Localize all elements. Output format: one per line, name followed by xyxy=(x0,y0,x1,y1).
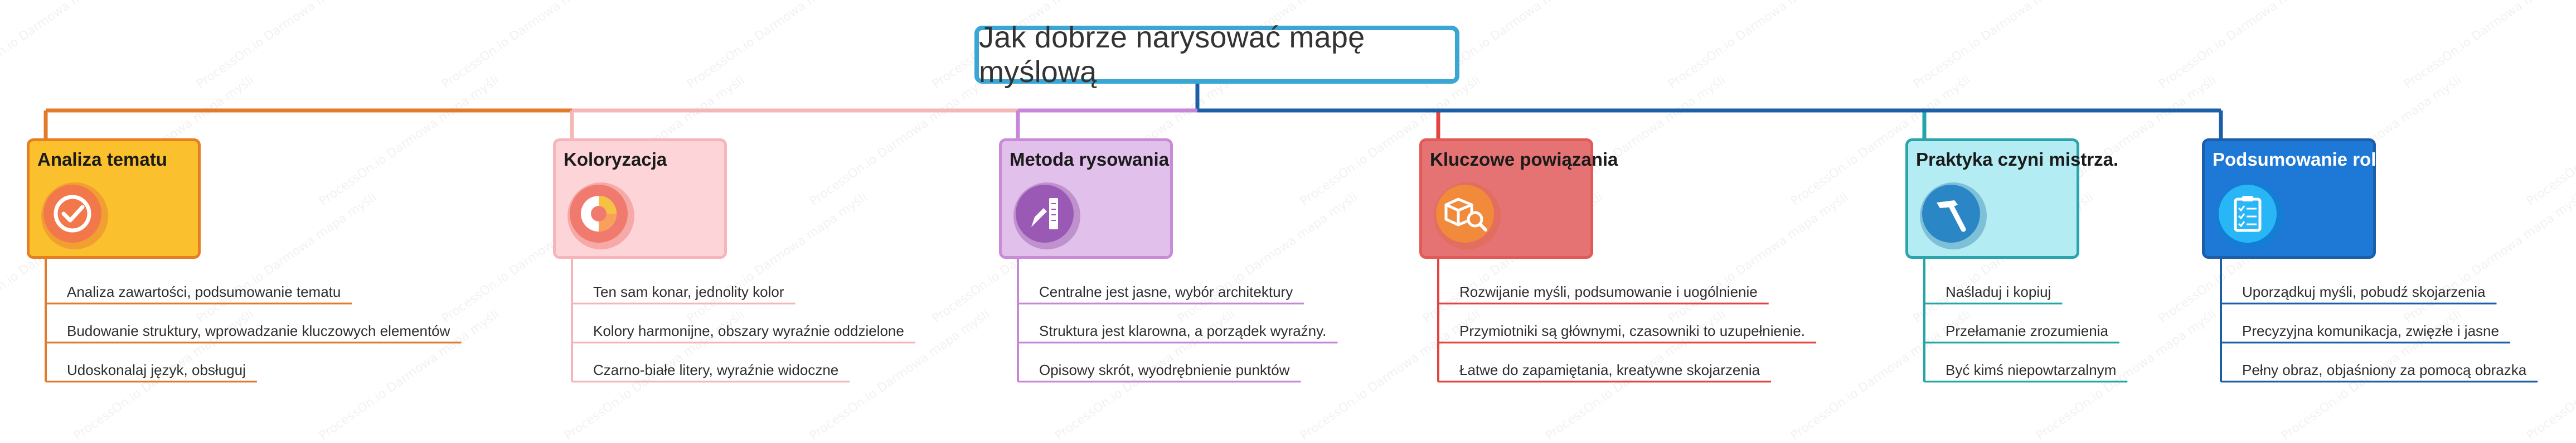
subtopic-item[interactable]: Analiza zawartości, podsumowanie tematu xyxy=(67,283,341,300)
subtopic-item[interactable]: Opisowy skrót, wyodrębnienie punktów xyxy=(1039,362,1290,378)
subtopic-item[interactable]: Struktura jest klarowna, a porządek wyra… xyxy=(1039,322,1327,339)
subtopic-item[interactable]: Uporządkuj myśli, pobudź skojarzenia xyxy=(2242,283,2486,300)
connector-lines xyxy=(43,84,2538,383)
subtopic-item[interactable]: Udoskonalaj język, obsługuj xyxy=(67,362,246,378)
topic-card-metoda[interactable]: Metoda rysowania xyxy=(999,138,1173,259)
topic-title: Metoda rysowania xyxy=(1010,149,1170,170)
subtopic-item[interactable]: Rozwijanie myśli, podsumowanie i uogólni… xyxy=(1459,283,1758,300)
checkmark-icon xyxy=(36,180,113,252)
cube-search-icon xyxy=(1429,180,1506,252)
root-topic[interactable]: Jak dobrze narysować mapę myślową xyxy=(974,21,1459,89)
topic-title: Analiza tematu xyxy=(37,149,167,170)
topic-card-analiza[interactable]: Analiza tematu xyxy=(27,138,201,259)
topic-title: Podsumowanie roli xyxy=(2213,149,2381,170)
hammer-icon xyxy=(1915,180,1992,252)
subtopic-item[interactable]: Pełny obraz, objaśniony za pomocą obrazk… xyxy=(2242,362,2527,378)
topic-card-koloryzacja[interactable]: Koloryzacja xyxy=(553,138,727,259)
topic-card-praktyka[interactable]: Praktyka czyni mistrza. xyxy=(1905,138,2119,259)
topic-title: Praktyka czyni mistrza. xyxy=(1916,149,2119,170)
donut-chart-icon xyxy=(562,180,639,252)
subtopic-item[interactable]: Łatwe do zapamiętania, kreatywne skojarz… xyxy=(1459,362,1760,378)
topic-title: Kluczowe powiązania xyxy=(1430,149,1618,170)
subtopic-item[interactable]: Być kimś niepowtarzalnym xyxy=(1946,362,2117,378)
subtopic-item[interactable]: Ten sam konar, jednolity kolor xyxy=(593,283,784,300)
subtopic-item[interactable]: Przełamanie zrozumienia xyxy=(1946,322,2108,339)
subtopic-item[interactable]: Czarno-białe litery, wyraźnie widoczne xyxy=(593,362,839,378)
subtopic-item[interactable]: Budowanie struktury, wprowadzanie kluczo… xyxy=(67,322,450,339)
topic-card-podsumowanie[interactable]: Podsumowanie roli xyxy=(2202,138,2381,259)
topic-card-kluczowe[interactable]: Kluczowe powiązania xyxy=(1419,138,1618,259)
subtopic-item[interactable]: Przymiotniki są głównymi, czasowniki to … xyxy=(1459,322,1805,339)
subtopic-item[interactable]: Kolory harmonijne, obszary wyraźnie oddz… xyxy=(593,322,904,339)
root-topic-title: Jak dobrze narysować mapę myślową xyxy=(979,21,1365,89)
subtopic-item[interactable]: Naśladuj i kopiuj xyxy=(1946,283,2051,300)
clipboard-checklist-icon xyxy=(2211,180,2288,252)
subtopic-item[interactable]: Precyzyjna komunikacja, zwięzłe i jasne xyxy=(2242,322,2499,339)
topic-title: Koloryzacja xyxy=(564,149,667,170)
subtopic-item[interactable]: Centralne jest jasne, wybór architektury xyxy=(1039,283,1293,300)
pencil-ruler-icon xyxy=(1008,180,1085,252)
